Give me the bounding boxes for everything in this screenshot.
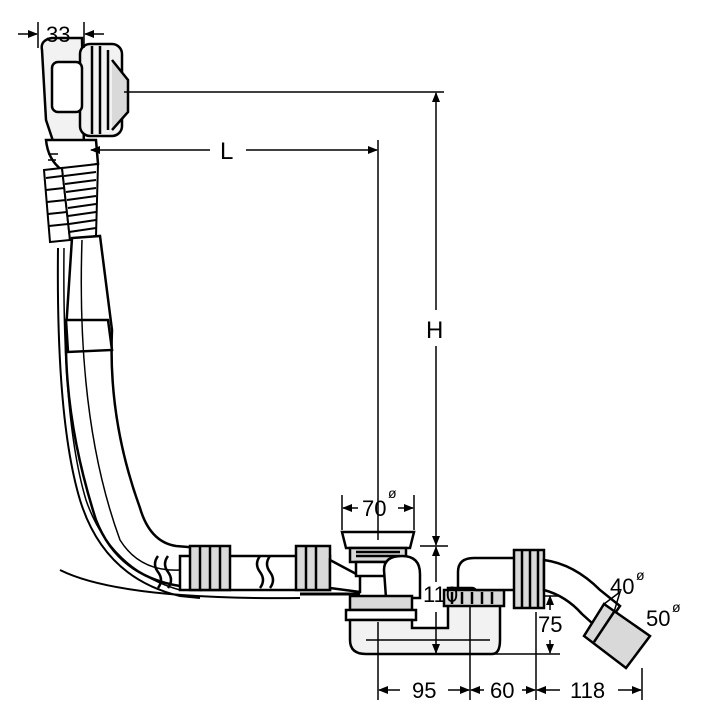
connecting-pipe <box>153 544 362 596</box>
dim-spacing-c: 118 <box>570 678 605 703</box>
dim-overflow-offset: 33 <box>46 22 70 47</box>
corrugated-hose <box>42 162 100 244</box>
drain-trap-assembly <box>340 530 652 670</box>
dim-outlet-inner-symbol: ø <box>636 567 645 583</box>
dim-outlet-outer-diameter: 50 <box>646 606 670 631</box>
dim-drain-diameter-symbol: ø <box>388 485 397 501</box>
dim-trap-height: 110 <box>423 582 458 607</box>
dim-outlet-height: 75 <box>538 612 562 637</box>
dim-height: H <box>426 317 443 344</box>
dim-drain-diameter: 70 <box>362 496 386 521</box>
dim-spacing-b: 60 <box>490 678 514 703</box>
dimension-lines <box>18 22 643 700</box>
dim-length: L <box>220 138 233 165</box>
overflow-head <box>40 36 130 172</box>
dimension-labels: 33 L H 70 ø 110 75 95 60 118 40 ø 50 ø <box>46 22 681 703</box>
dim-outlet-inner-diameter: 40 <box>610 574 634 599</box>
overflow-pipe <box>56 234 301 600</box>
dim-outlet-outer-symbol: ø <box>672 599 681 615</box>
dim-spacing-a: 95 <box>412 678 436 703</box>
